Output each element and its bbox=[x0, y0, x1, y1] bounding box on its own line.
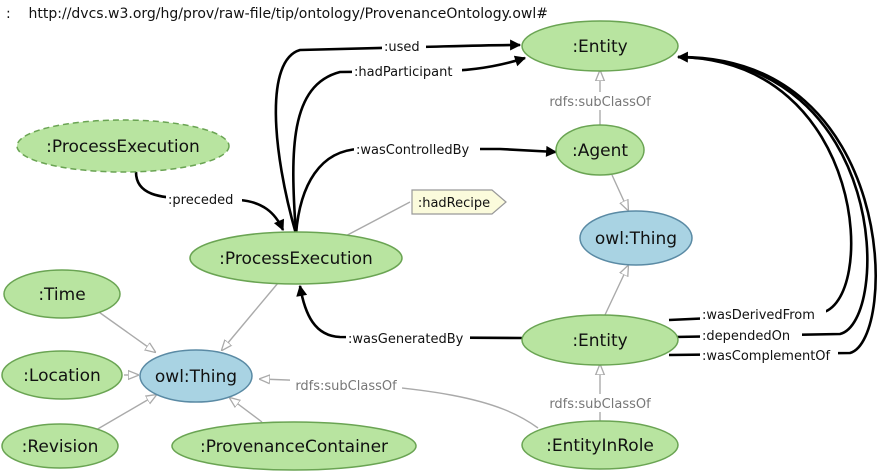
edge-label-had-participant: :hadParticipant bbox=[354, 65, 452, 80]
node-entity-in-role[interactable]: :EntityInRole bbox=[521, 420, 679, 470]
node-revision[interactable]: :Revision bbox=[1, 423, 119, 469]
subclass-edges bbox=[95, 71, 628, 431]
edge-label-was-generated-by: :wasGeneratedBy bbox=[348, 332, 464, 347]
node-location[interactable]: :Location bbox=[1, 350, 123, 400]
edge-agent-subclass-thing bbox=[611, 174, 628, 210]
edge-was-generated-by bbox=[296, 284, 523, 340]
edge-label-used: :used bbox=[384, 40, 420, 55]
node-entity-mid[interactable]: :Entity bbox=[521, 314, 679, 366]
node-owl-thing-right-label: owl:Thing bbox=[595, 229, 677, 249]
edge-label-was-controlled-by: :wasControlledBy bbox=[356, 143, 470, 158]
edge-label-subclass-agent: rdfs:subClassOf bbox=[549, 95, 651, 110]
edge-had-participant bbox=[292, 55, 527, 235]
node-process-execution[interactable]: :ProcessExecution bbox=[189, 231, 403, 285]
node-had-recipe-label: :hadRecipe bbox=[418, 196, 490, 211]
edge-process-recipe bbox=[337, 201, 411, 241]
edge-label-was-complement-of: :wasComplementOf bbox=[702, 349, 831, 364]
node-agent[interactable]: :Agent bbox=[555, 124, 645, 176]
node-entity-top-label: :Entity bbox=[572, 37, 627, 57]
node-process-execution-prev-label: :ProcessExecution bbox=[46, 137, 200, 157]
node-owl-thing-left[interactable]: owl:Thing bbox=[139, 349, 253, 403]
node-process-execution-prev[interactable]: :ProcessExecution bbox=[16, 119, 230, 173]
node-time[interactable]: :Time bbox=[3, 269, 121, 319]
node-entity-top[interactable]: :Entity bbox=[521, 20, 679, 72]
edge-label-subclass-left: rdfs:subClassOf bbox=[295, 379, 397, 394]
edge-label-was-derived-from: :wasDerivedFrom bbox=[702, 308, 815, 323]
edge-labels: :used :hadParticipant :wasControlledBy :… bbox=[166, 37, 838, 412]
edge-time-thing bbox=[95, 309, 155, 352]
node-provenance-container[interactable]: :ProvenanceContainer bbox=[171, 421, 417, 471]
node-had-recipe[interactable]: :hadRecipe bbox=[411, 189, 507, 215]
node-time-label: :Time bbox=[38, 285, 85, 305]
edge-used bbox=[274, 39, 522, 235]
edge-process-thing bbox=[222, 282, 279, 350]
edge-container-thing bbox=[230, 398, 263, 423]
edge-revision-thing bbox=[95, 395, 156, 431]
edge-was-derived-from bbox=[668, 51, 853, 322]
edge-was-complement-of bbox=[668, 55, 877, 357]
namespace-header: : http://dvcs.w3.org/hg/prov/raw-file/ti… bbox=[6, 6, 548, 22]
namespace-prefix: : bbox=[6, 6, 11, 22]
edge-label-preceded: :preceded bbox=[168, 193, 233, 208]
edge-label-subclass-role: rdfs:subClassOf bbox=[549, 397, 651, 412]
node-owl-thing-left-label: owl:Thing bbox=[155, 367, 237, 387]
namespace-url: http://dvcs.w3.org/hg/prov/raw-file/tip/… bbox=[28, 6, 549, 22]
node-location-label: :Location bbox=[23, 366, 101, 386]
node-entity-mid-label: :Entity bbox=[572, 331, 627, 351]
node-entity-in-role-label: :EntityInRole bbox=[546, 436, 654, 456]
edge-depended-on bbox=[673, 55, 869, 339]
node-provenance-container-label: :ProvenanceContainer bbox=[200, 437, 388, 457]
edge-entity-subclass-thing bbox=[603, 266, 628, 318]
node-revision-label: :Revision bbox=[22, 437, 99, 457]
edge-label-depended-on: :dependedOn bbox=[702, 329, 790, 344]
node-owl-thing-right[interactable]: owl:Thing bbox=[579, 210, 693, 266]
node-process-execution-label: :ProcessExecution bbox=[219, 249, 373, 269]
node-agent-label: :Agent bbox=[572, 141, 628, 161]
